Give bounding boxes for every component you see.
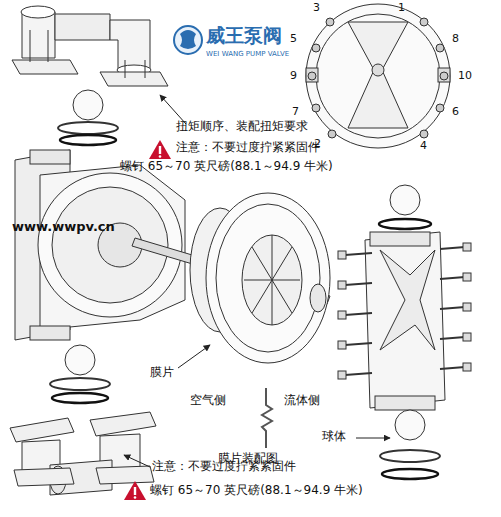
torque-spec: 螺钉 65～70 英尺磅(88.1～94.9 牛米): [150, 484, 363, 498]
callout-number: 8: [452, 33, 459, 46]
callout-number: 3: [313, 2, 320, 15]
callout-number: 5: [290, 33, 297, 46]
side-label: 空气侧: [190, 394, 226, 408]
part-name: 球体: [322, 430, 346, 444]
warning-symbol: [149, 140, 171, 159]
callout-number: 10: [458, 70, 472, 83]
chamber-torque-view: [306, 4, 450, 148]
note-text: 注意：不要过度拧紧紧固件: [152, 460, 296, 474]
leader-line: [356, 438, 390, 439]
logo-emblem: [174, 26, 202, 54]
callout-number: 1: [398, 2, 405, 15]
leader-line: [124, 455, 150, 467]
note-text: 注意：不要过度拧紧紧固件: [176, 141, 320, 155]
logo-text: 威王泵阀: [206, 25, 282, 47]
leader-line: [178, 345, 210, 368]
callout-number: 6: [452, 106, 459, 119]
diaphragm: [190, 193, 330, 363]
side-label: 流体侧: [284, 394, 320, 408]
callout-number: 4: [420, 140, 427, 153]
top-manifold: [12, 6, 168, 86]
logo-subtext: WEI WANG PUMP VALVE: [206, 50, 289, 58]
callout-number: 7: [292, 106, 299, 119]
torque-spec: 螺钉 65～70 英尺磅(88.1～94.9 牛米): [120, 160, 333, 174]
note-text: 扭矩顺序、装配扭矩要求: [176, 120, 308, 134]
warning-symbol: [124, 481, 146, 500]
watermark: www.wwpv.cn: [12, 220, 115, 235]
bottom-manifold: [10, 412, 156, 495]
callout-number: 9: [290, 70, 297, 83]
ball: [73, 90, 103, 120]
part-name: 膜片: [150, 366, 174, 380]
diaphragm-section: [262, 388, 272, 448]
fluid-chamber: [365, 232, 445, 410]
